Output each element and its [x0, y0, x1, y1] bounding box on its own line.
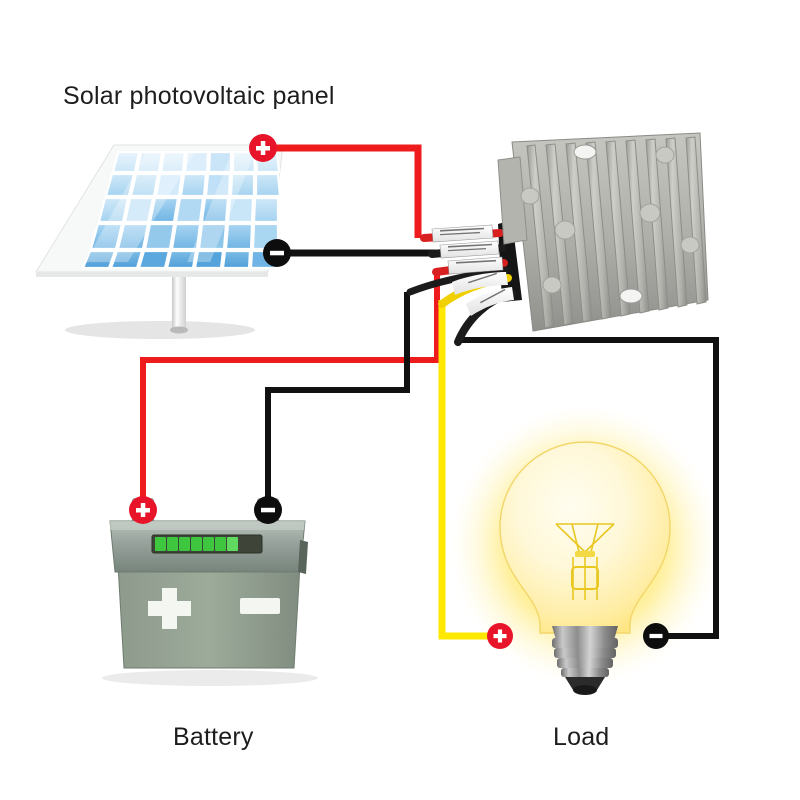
label-load: Load	[553, 723, 610, 751]
terminal-panel-positive	[249, 134, 277, 162]
wire-battery-positive	[140, 270, 440, 505]
wire-panel-positive	[266, 144, 422, 238]
terminal-battery-negative	[254, 496, 282, 524]
terminal-battery-positive	[129, 496, 157, 524]
label-battery: Battery	[173, 723, 254, 751]
page-title: Solar photovoltaic panel	[63, 82, 335, 110]
terminal-panel-negative	[263, 239, 291, 267]
wire-battery-negative	[265, 292, 410, 505]
wire-load-positive	[438, 300, 498, 640]
terminal-load-positive	[487, 623, 513, 649]
terminal-load-negative	[643, 623, 669, 649]
wire-load-negative	[460, 337, 719, 639]
